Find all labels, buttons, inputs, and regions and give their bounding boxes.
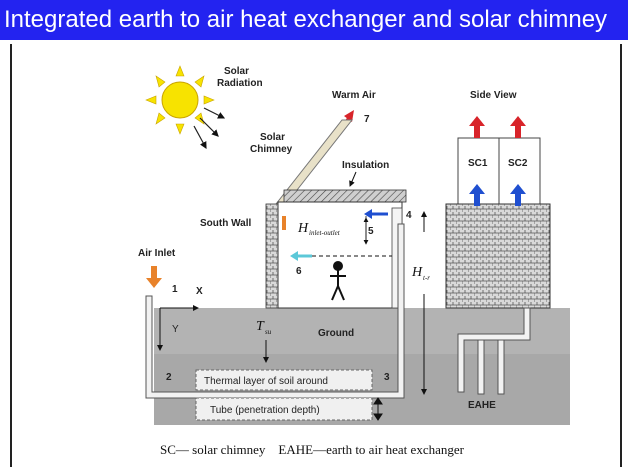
insulated-roof (283, 189, 407, 203)
point-5-label: 5 (368, 226, 374, 237)
h-inlet-outlet-subscript: inlet-outlet (309, 229, 341, 237)
axis-y-label: Y (172, 324, 179, 335)
sun-icon (145, 65, 215, 135)
air-inlet-label: Air Inlet (138, 248, 176, 259)
point-7-label: 7 (364, 114, 370, 125)
soil-temperature-label: T (256, 319, 265, 334)
point-4-label: 4 (406, 210, 412, 221)
sc1-inlet-arrow-icon (469, 184, 485, 206)
south-wall-label: South Wall (200, 218, 252, 229)
radiation-arrows (193, 107, 226, 150)
solar-radiation-label-2: Radiation (217, 78, 263, 89)
point-1-label: 1 (172, 284, 178, 295)
inlet-airflow-arrow-icon (282, 216, 286, 230)
diagram-frame: Solar Radiation Warm Air 7 Solar Chimney… (10, 44, 622, 467)
solar-chimney-label-1: Solar (260, 132, 285, 143)
side-view-label: Side View (470, 90, 517, 101)
eahe-label: EAHE (468, 400, 496, 411)
soil-temperature-subscript: su (265, 328, 272, 336)
side-view-building (445, 203, 551, 309)
eahe-side-pipes (457, 307, 531, 395)
h-inlet-outlet-label: H (297, 221, 309, 236)
sc1-outlet-arrow-icon (469, 116, 485, 138)
tube-label: Tube (penetration depth) (210, 405, 320, 416)
earth-air-heat-exchanger-diagram: Solar Radiation Warm Air 7 Solar Chimney… (138, 65, 570, 457)
sc2-inlet-arrow-icon (510, 184, 526, 206)
room-return-arrow-icon (364, 209, 388, 219)
solar-chimney-label-2: Chimney (250, 144, 293, 155)
penetration-depth-marker (373, 397, 383, 421)
sc1-label: SC1 (468, 158, 488, 169)
point-2-label: 2 (166, 372, 172, 383)
south-wall (265, 203, 279, 309)
tube-box (195, 397, 373, 421)
point-3-label: 3 (384, 372, 390, 383)
person-icon (330, 261, 346, 301)
solar-radiation-label-1: Solar (224, 66, 249, 77)
h-total-subscript: t-r (423, 274, 430, 282)
eahe-pipe (145, 223, 405, 399)
thermal-layer-label: Thermal layer of soil around (204, 376, 328, 387)
air-inlet-arrow-icon (146, 266, 162, 288)
room-inlet-arrow-icon (290, 251, 312, 261)
legend-caption: SC— solar chimney EAHE—earth to air heat… (160, 442, 465, 457)
insulation-label: Insulation (342, 160, 389, 171)
ground-label: Ground (318, 328, 354, 339)
warm-air-label: Warm Air (332, 90, 376, 101)
axis-x-label: X (196, 286, 203, 297)
slide-title: Integrated earth to air heat exchanger a… (0, 0, 628, 40)
point-6-label: 6 (296, 266, 302, 277)
sc2-label: SC2 (508, 158, 528, 169)
h-total-label: H (411, 265, 423, 280)
thermal-layer-box (195, 369, 373, 391)
sc2-outlet-arrow-icon (510, 116, 526, 138)
